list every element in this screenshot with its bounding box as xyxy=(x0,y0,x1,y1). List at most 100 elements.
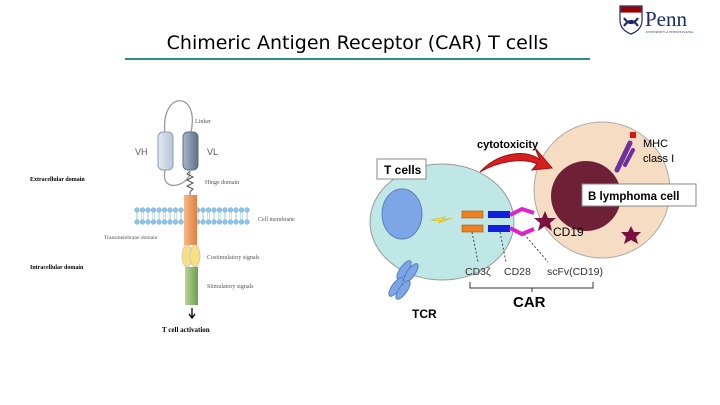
lipid-head xyxy=(233,219,239,225)
hinge xyxy=(185,170,195,195)
cd28-label: CD28 xyxy=(504,266,531,278)
lipid-head xyxy=(200,207,206,213)
lipid-head xyxy=(205,207,212,213)
lipid-head xyxy=(145,219,151,225)
linker-label: Linker xyxy=(195,119,211,125)
lipid-tail xyxy=(218,212,221,220)
cd28-domain-top xyxy=(488,211,510,218)
lipid-head xyxy=(156,219,162,225)
vh-label: VH xyxy=(135,147,148,157)
car-bracket xyxy=(469,282,594,292)
cd3z-domain-top xyxy=(461,210,484,219)
lipid-head xyxy=(216,219,223,225)
arrow-down-icon xyxy=(188,308,196,320)
lipid-head xyxy=(227,207,234,213)
lipid-head xyxy=(139,219,146,225)
transmembrane-label: Transmembrane domain xyxy=(104,235,158,241)
lipid-head xyxy=(134,207,140,213)
vl-label: VL xyxy=(207,147,218,157)
lipid-head xyxy=(216,207,223,213)
slide-title: Chimeric Antigen Receptor (CAR) T cells xyxy=(166,32,549,54)
lipid-head xyxy=(244,219,250,225)
cd28-domain-bottom xyxy=(488,225,510,232)
hinge-label: Hinge domain xyxy=(205,180,239,186)
car-label: CAR xyxy=(513,294,546,311)
lipid-head xyxy=(238,207,245,213)
lipid-head xyxy=(161,207,168,213)
lipid-head xyxy=(172,219,179,225)
lipid-head xyxy=(244,207,250,213)
intracellular-label: Intracellular domain xyxy=(30,265,84,271)
lipid-tail xyxy=(234,212,238,220)
logo-text: Penn xyxy=(645,7,688,31)
vh-domain xyxy=(157,131,174,171)
lipid-head xyxy=(178,219,184,225)
lipid-head xyxy=(172,207,179,213)
lipid-head xyxy=(134,219,140,225)
b-cell-label: B lymphoma cell xyxy=(588,191,679,203)
lipid-tail xyxy=(240,212,243,220)
lipid-tail xyxy=(157,212,161,220)
mhc-label-line2: class I xyxy=(643,153,674,165)
lipid-head xyxy=(211,207,217,213)
lipid-tail xyxy=(146,212,150,220)
lipid-tail xyxy=(207,212,210,220)
stim-label: Stimulatory signals xyxy=(207,284,254,290)
lipid-tail xyxy=(141,212,144,220)
lipid-head xyxy=(156,207,162,213)
vl-domain xyxy=(182,131,199,171)
lipid-tail xyxy=(223,212,227,220)
lipid-head xyxy=(161,219,168,225)
t-cells-label: T cells xyxy=(384,163,422,177)
signal-lightning-icon xyxy=(430,216,453,224)
lipid-tail xyxy=(174,212,177,220)
title-underline xyxy=(125,58,590,60)
lipid-head xyxy=(150,219,157,225)
lipid-tail xyxy=(245,212,249,220)
mhc-class-i-icon xyxy=(614,132,636,173)
tcr-icon xyxy=(388,260,419,300)
lipid-head xyxy=(205,219,212,225)
logo-subtext: UNIVERSITY of PENNSYLVANIA xyxy=(646,30,694,34)
lipid-head xyxy=(222,207,228,213)
lipid-tail xyxy=(163,212,166,220)
lipid-head xyxy=(167,207,173,213)
t-cell-nucleus xyxy=(381,188,423,240)
cd19-label: CD19 xyxy=(553,225,584,239)
transmembrane-domain xyxy=(184,195,197,245)
cytotoxicity-arrow xyxy=(479,147,553,173)
lipid-tail xyxy=(168,212,172,220)
cd19-star-free xyxy=(621,226,641,244)
lipid-head xyxy=(200,219,206,225)
cd3z-domain-bottom xyxy=(461,224,484,233)
penn-logo: Penn UNIVERSITY of PENNSYLVANIA xyxy=(619,5,694,35)
tcr-label: TCR xyxy=(412,307,437,321)
stimulatory-domain xyxy=(185,267,198,305)
cell-membrane xyxy=(134,207,250,225)
cd3z-label: CD3ζ xyxy=(465,266,491,278)
cytotoxicity-label: cytotoxicity xyxy=(477,139,539,151)
lipid-tail xyxy=(212,212,216,220)
activation-label: T cell activation xyxy=(162,326,210,334)
lipid-head xyxy=(222,219,228,225)
costim-label: Costimulatory signals xyxy=(207,255,260,261)
scfv-label: scFv(CD19) xyxy=(547,266,603,278)
scfv-domain xyxy=(509,206,535,237)
lipid-head xyxy=(145,207,151,213)
extracellular-label: Extracellular domain xyxy=(30,177,85,183)
lipid-tail xyxy=(179,212,183,220)
lipid-head xyxy=(238,219,245,225)
lipid-head xyxy=(233,207,239,213)
lipid-head xyxy=(139,207,146,213)
lipid-head xyxy=(227,219,234,225)
lipid-head xyxy=(150,207,157,213)
membrane-label: Cell membrane xyxy=(258,217,295,223)
cd19-star-bound xyxy=(534,211,556,231)
lipid-tail xyxy=(135,212,139,220)
lipid-head xyxy=(178,207,184,213)
lipid-tail xyxy=(229,212,232,220)
lipid-tail xyxy=(152,212,155,220)
